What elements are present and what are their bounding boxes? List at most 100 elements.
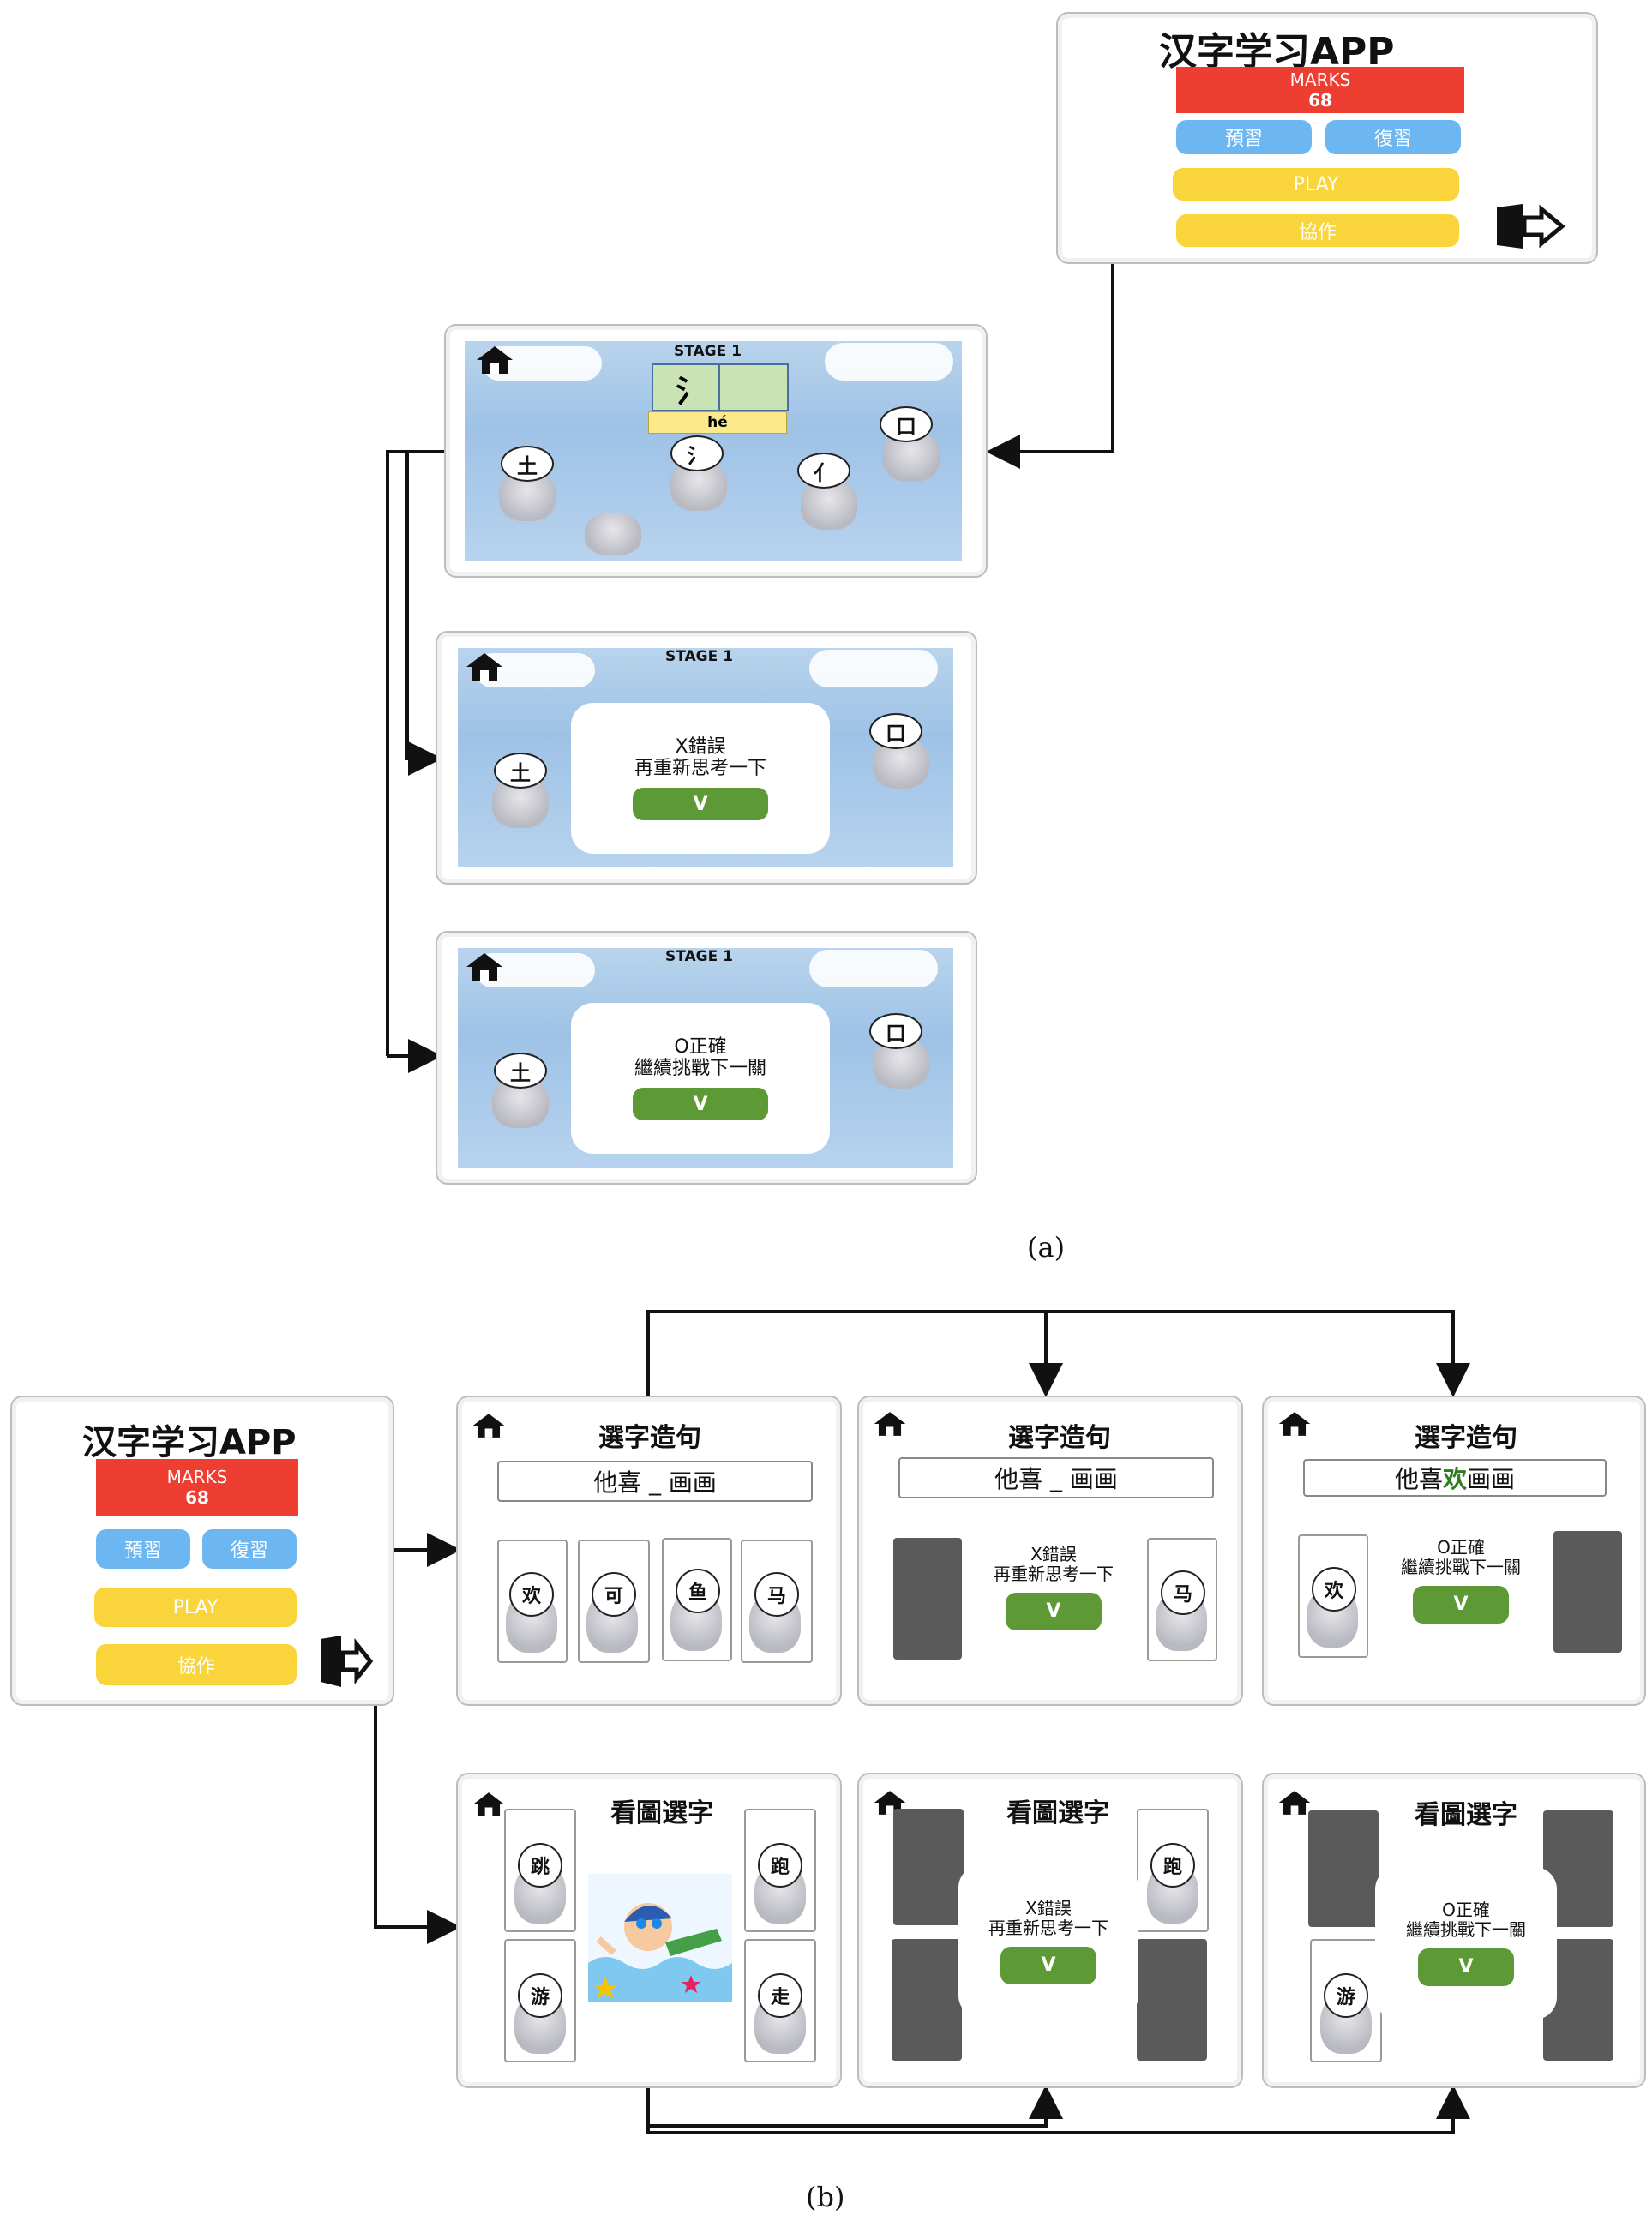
arrow-sentence-to-wrong (646, 1310, 1063, 1397)
ok-button[interactable]: V (1006, 1593, 1102, 1630)
hidden-card (893, 1809, 964, 1925)
sentence-box: 他喜欢画画 (1303, 1459, 1607, 1497)
right-message: 繼續挑戰下一關 (1401, 1557, 1521, 1577)
option-badge[interactable]: 土 (494, 753, 547, 789)
sentence-prefix: 他喜 (1394, 1465, 1443, 1493)
preview-button[interactable]: 預習 (96, 1529, 190, 1569)
wrong-message: 再重新思考一下 (634, 758, 766, 779)
marks-value: 68 (185, 1487, 209, 1508)
marks-value: 68 (1308, 90, 1332, 111)
stage-tablet: STAGE 1 氵 hé 土 氵 亻 口 (444, 324, 988, 578)
wrong-dialog: X錯誤 再重新思考一下 V (958, 1865, 1138, 2018)
option-badge[interactable]: 亻 (797, 453, 850, 489)
picture-tablet: 看圖選字 跳 跑 游 走 (456, 1773, 842, 2088)
stage-title: STAGE 1 (665, 648, 733, 665)
option-card[interactable]: 鱼 (662, 1538, 732, 1661)
ok-button[interactable]: V (1000, 1947, 1096, 1984)
picture-title: 看圖選字 (1006, 1798, 1109, 1828)
option-badge: 跳 (518, 1843, 562, 1888)
sentence-blank: _ (649, 1467, 661, 1496)
option-card[interactable]: 马 (741, 1540, 813, 1663)
home-icon[interactable] (465, 951, 504, 982)
option-badge[interactable]: 口 (869, 1013, 922, 1049)
preview-button[interactable]: 預習 (1176, 120, 1312, 154)
wrong-dialog: X錯誤 再重新思考一下 V (571, 703, 830, 854)
caption-b: (b) (806, 2181, 845, 2213)
hidden-card (1553, 1531, 1622, 1653)
option-card[interactable]: 可 (578, 1540, 650, 1663)
app-title: 汉字学习APP (1159, 30, 1395, 74)
home-icon[interactable] (1277, 1409, 1312, 1438)
ok-button[interactable]: V (1413, 1586, 1509, 1624)
sentence-suffix: 画画 (1069, 1465, 1118, 1493)
play-button[interactable]: PLAY (1173, 168, 1459, 201)
ok-button[interactable]: V (633, 788, 768, 821)
sentence-blank: _ (1050, 1463, 1062, 1492)
marks-label: MARKS (1289, 69, 1351, 90)
right-message: 繼續挑戰下一關 (1406, 1919, 1526, 1940)
arrow-stage-branch (386, 450, 466, 1056)
cooperate-button[interactable]: 協作 (1176, 214, 1459, 247)
right-message: 繼續挑戰下一關 (634, 1058, 766, 1079)
right-title: O正確 (1437, 1537, 1485, 1558)
wrong-tablet: STAGE 1 土 口 X錯誤 再重新思考一下 V (436, 631, 977, 885)
option-badge[interactable]: 口 (880, 406, 933, 442)
stage-title: STAGE 1 (674, 343, 742, 360)
option-card[interactable]: 欢 (1298, 1534, 1368, 1658)
option-badge[interactable]: 氵 (670, 435, 724, 471)
character-frame: 氵 (652, 363, 789, 411)
option-badge[interactable]: 土 (494, 1053, 547, 1089)
home-icon[interactable] (873, 1409, 907, 1438)
option-badge[interactable]: 口 (869, 713, 922, 749)
home-icon[interactable] (472, 1411, 506, 1440)
cooperate-button[interactable]: 協作 (96, 1644, 297, 1685)
home-icon[interactable] (475, 345, 514, 375)
stage-title: STAGE 1 (665, 948, 733, 965)
option-card[interactable]: 游 (1310, 1939, 1382, 2062)
option-card[interactable]: 跑 (1137, 1809, 1209, 1932)
option-badge: 跑 (1150, 1843, 1195, 1888)
option-badge: 欢 (509, 1572, 554, 1617)
right-screen: STAGE 1 土 口 O正確 繼續挑戰下一關 V (458, 948, 953, 1168)
home-icon[interactable] (472, 1790, 506, 1819)
option-badge[interactable]: 土 (501, 446, 554, 482)
cloud (809, 950, 938, 987)
review-button[interactable]: 復習 (202, 1529, 297, 1569)
option-card[interactable]: 马 (1147, 1538, 1217, 1661)
sentence-title: 選字造句 (1415, 1423, 1517, 1453)
option-badge: 可 (592, 1572, 636, 1617)
exit-icon[interactable] (317, 1634, 374, 1689)
arrow-stage-to-wrong (405, 452, 442, 776)
wrong-title: X錯誤 (1025, 1898, 1072, 1918)
arrow-picture-to-right (646, 2085, 1470, 2134)
option-card[interactable]: 欢 (497, 1540, 568, 1663)
home-icon[interactable] (873, 1788, 907, 1817)
stage-screen: STAGE 1 氵 hé 土 氵 亻 口 (465, 341, 962, 561)
sentence-title: 選字造句 (598, 1423, 701, 1453)
home-icon[interactable] (465, 651, 504, 682)
home-icon[interactable] (1277, 1788, 1312, 1817)
radical-glyph: 氵 (676, 375, 707, 410)
sentence-suffix: 画画 (668, 1468, 717, 1497)
option-card[interactable]: 走 (744, 1939, 816, 2062)
sentence-prefix: 他喜 (593, 1468, 642, 1497)
play-button[interactable]: PLAY (94, 1588, 297, 1627)
frame-divider (718, 365, 720, 410)
option-badge: 走 (758, 1973, 802, 2018)
ok-button[interactable]: V (633, 1088, 768, 1121)
sentence-answer: 欢 (1442, 1465, 1467, 1493)
option-card[interactable]: 跳 (504, 1809, 576, 1932)
right-dialog: O正確 繼續挑戰下一關 V (1370, 1504, 1552, 1658)
wrong-dialog: X錯誤 再重新思考一下 V (965, 1509, 1142, 1666)
exit-icon[interactable] (1493, 202, 1565, 250)
right-title: O正確 (674, 1035, 727, 1058)
option-card[interactable]: 跑 (744, 1809, 816, 1932)
cloud (825, 343, 953, 381)
ok-button[interactable]: V (1418, 1948, 1514, 1986)
option-badge: 游 (518, 1973, 562, 2018)
wrong-title: X錯誤 (1030, 1544, 1077, 1564)
right-dialog: O正確 繼續挑戰下一關 V (571, 1003, 830, 1154)
option-card[interactable]: 游 (504, 1939, 576, 2062)
review-button[interactable]: 復習 (1325, 120, 1461, 154)
picture-title: 看圖選字 (1415, 1800, 1517, 1830)
